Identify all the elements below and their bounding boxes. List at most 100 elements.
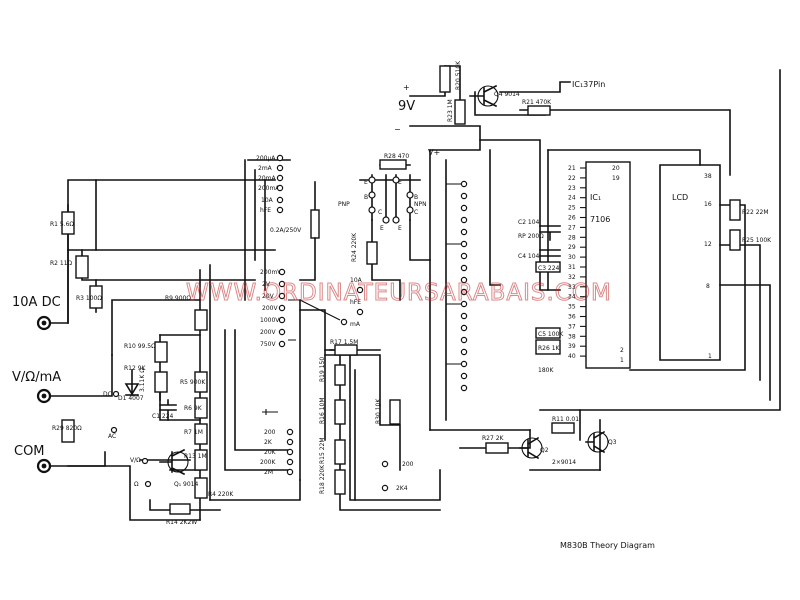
resistor-r21 [527, 105, 551, 116]
capacitor-c5 [535, 327, 561, 339]
contact-dca-5[interactable] [276, 196, 284, 204]
lcd-right-wiring [629, 204, 771, 401]
col-contact-17[interactable] [460, 372, 468, 380]
v-ohm-terminal[interactable] [141, 457, 149, 465]
range-dcv-750v: 750V [260, 341, 276, 348]
label-r6: R6 9K [184, 405, 203, 412]
contact-dcv-4[interactable] [278, 304, 286, 312]
range-ohm-2k: 2K [264, 439, 273, 446]
col-contact-5[interactable] [460, 228, 468, 236]
contact-200[interactable] [381, 460, 389, 468]
fuse [299, 181, 320, 281]
ic1-pin-label: 36 [568, 314, 576, 321]
contact-dca-3[interactable] [276, 174, 284, 182]
col-contact-12[interactable] [460, 312, 468, 320]
capacitor-c1 [159, 399, 177, 421]
label-r17: R17 1.5M [330, 339, 358, 346]
col-contact-9[interactable] [460, 276, 468, 284]
col-contact-2[interactable] [460, 192, 468, 200]
label-misc-180k: 180K [538, 367, 554, 374]
col-contact-3[interactable] [460, 204, 468, 212]
col-contact-7[interactable] [460, 252, 468, 260]
ac-terminal[interactable] [110, 426, 118, 434]
hfe-pnp-e[interactable] [368, 176, 376, 184]
contact-dcv-3[interactable] [278, 292, 286, 300]
contact-ohm-2[interactable] [286, 438, 294, 446]
ic1-pin-label: 22 [568, 175, 576, 182]
terminal-v-ohm-ma[interactable] [36, 388, 52, 404]
contact-ohm-5[interactable] [286, 468, 294, 476]
resistor-r22 [729, 199, 741, 221]
label-r21: R21 470K [522, 99, 552, 106]
transistor-q3 [585, 430, 609, 454]
col-contact-14[interactable] [460, 336, 468, 344]
label-r22: R22 22M [742, 209, 769, 216]
contact-dcv-7[interactable] [278, 340, 286, 348]
col-contact-1[interactable] [460, 180, 468, 188]
dcv-wire [288, 299, 300, 341]
col-contact-4[interactable] [460, 216, 468, 224]
resistor-r26 [535, 339, 561, 355]
label-dc: DC [103, 391, 112, 398]
range-dca-hfe: hFE [260, 207, 271, 214]
label-r13: R13 1M [184, 453, 207, 460]
label-q3: Q3 [608, 439, 617, 446]
contact-dca-1[interactable] [276, 154, 284, 162]
contact-ohm-3[interactable] [286, 448, 294, 456]
label-c5: C5 100K [538, 331, 564, 338]
label-r15: R15 22M [319, 437, 326, 464]
contact-dcv-2[interactable] [278, 280, 286, 288]
hfe-pnp-e2[interactable] [382, 216, 390, 224]
contact-ma[interactable] [340, 318, 348, 326]
hfe-npn-e[interactable] [392, 176, 400, 184]
contact-dca-4[interactable] [276, 184, 284, 192]
resistor-r10 [154, 341, 168, 363]
col-contact-13[interactable] [460, 324, 468, 332]
label-c2: C2 104 [518, 219, 540, 226]
col-contact-10[interactable] [460, 288, 468, 296]
label-hfe-pnp: PNP [338, 201, 350, 208]
terminal-com[interactable] [36, 458, 52, 474]
col-contact-15[interactable] [460, 348, 468, 356]
label-c1: C1 224 [152, 413, 174, 420]
contact-hfe[interactable] [356, 308, 364, 316]
col-contact-16[interactable] [460, 360, 468, 368]
contact-2k4[interactable] [381, 484, 389, 492]
label-r10: R10 99.5Ω [124, 343, 156, 350]
terminal-10a[interactable] [36, 315, 52, 331]
contact-dcv-1[interactable] [278, 268, 286, 276]
col-contact-11[interactable] [460, 300, 468, 308]
hfe-npn-e2[interactable] [392, 216, 400, 224]
label-d1-type: 3.11K Ω [139, 368, 146, 392]
hfe-pnp-b[interactable] [368, 191, 376, 199]
hfe-pnp-c[interactable] [368, 206, 376, 214]
ic-note: IC₁37Pin [572, 80, 605, 89]
resistor-r12 [154, 371, 168, 393]
hfe-npn-c[interactable] [406, 206, 414, 214]
hfe-npn-b[interactable] [406, 191, 414, 199]
label-r3: R3 100Ω [76, 295, 102, 302]
range-dca-10a: 10A [261, 197, 274, 204]
ohm-terminal[interactable] [144, 480, 152, 488]
contact-dcv-6[interactable] [278, 328, 286, 336]
label-r4: R4 220K [208, 491, 234, 498]
lcd-pin-38: 38 [704, 173, 712, 180]
contact-10a[interactable] [356, 286, 364, 294]
dc-terminal[interactable] [112, 390, 120, 398]
contact-dca-2[interactable] [276, 164, 284, 172]
contact-ohm-1[interactable] [286, 428, 294, 436]
ic1-pin-label: 39 [568, 343, 576, 350]
label-misc-2k4: 2K4 [396, 485, 408, 492]
contact-dca-6[interactable] [276, 206, 284, 214]
contact-ohm-4[interactable] [286, 458, 294, 466]
hfe-pin-c1: C [378, 209, 382, 216]
resistor-r25 [729, 229, 741, 251]
col-contact-6[interactable] [460, 240, 468, 248]
col-contact-18[interactable] [460, 384, 468, 392]
contact-dcv-5[interactable] [278, 316, 286, 324]
label-r19: R19 150 [319, 357, 326, 382]
diode-d1 [124, 369, 140, 396]
col-contact-8[interactable] [460, 264, 468, 272]
lcd-pin-1: 1 [708, 353, 712, 360]
hfe-pin-b1: B [364, 194, 368, 201]
